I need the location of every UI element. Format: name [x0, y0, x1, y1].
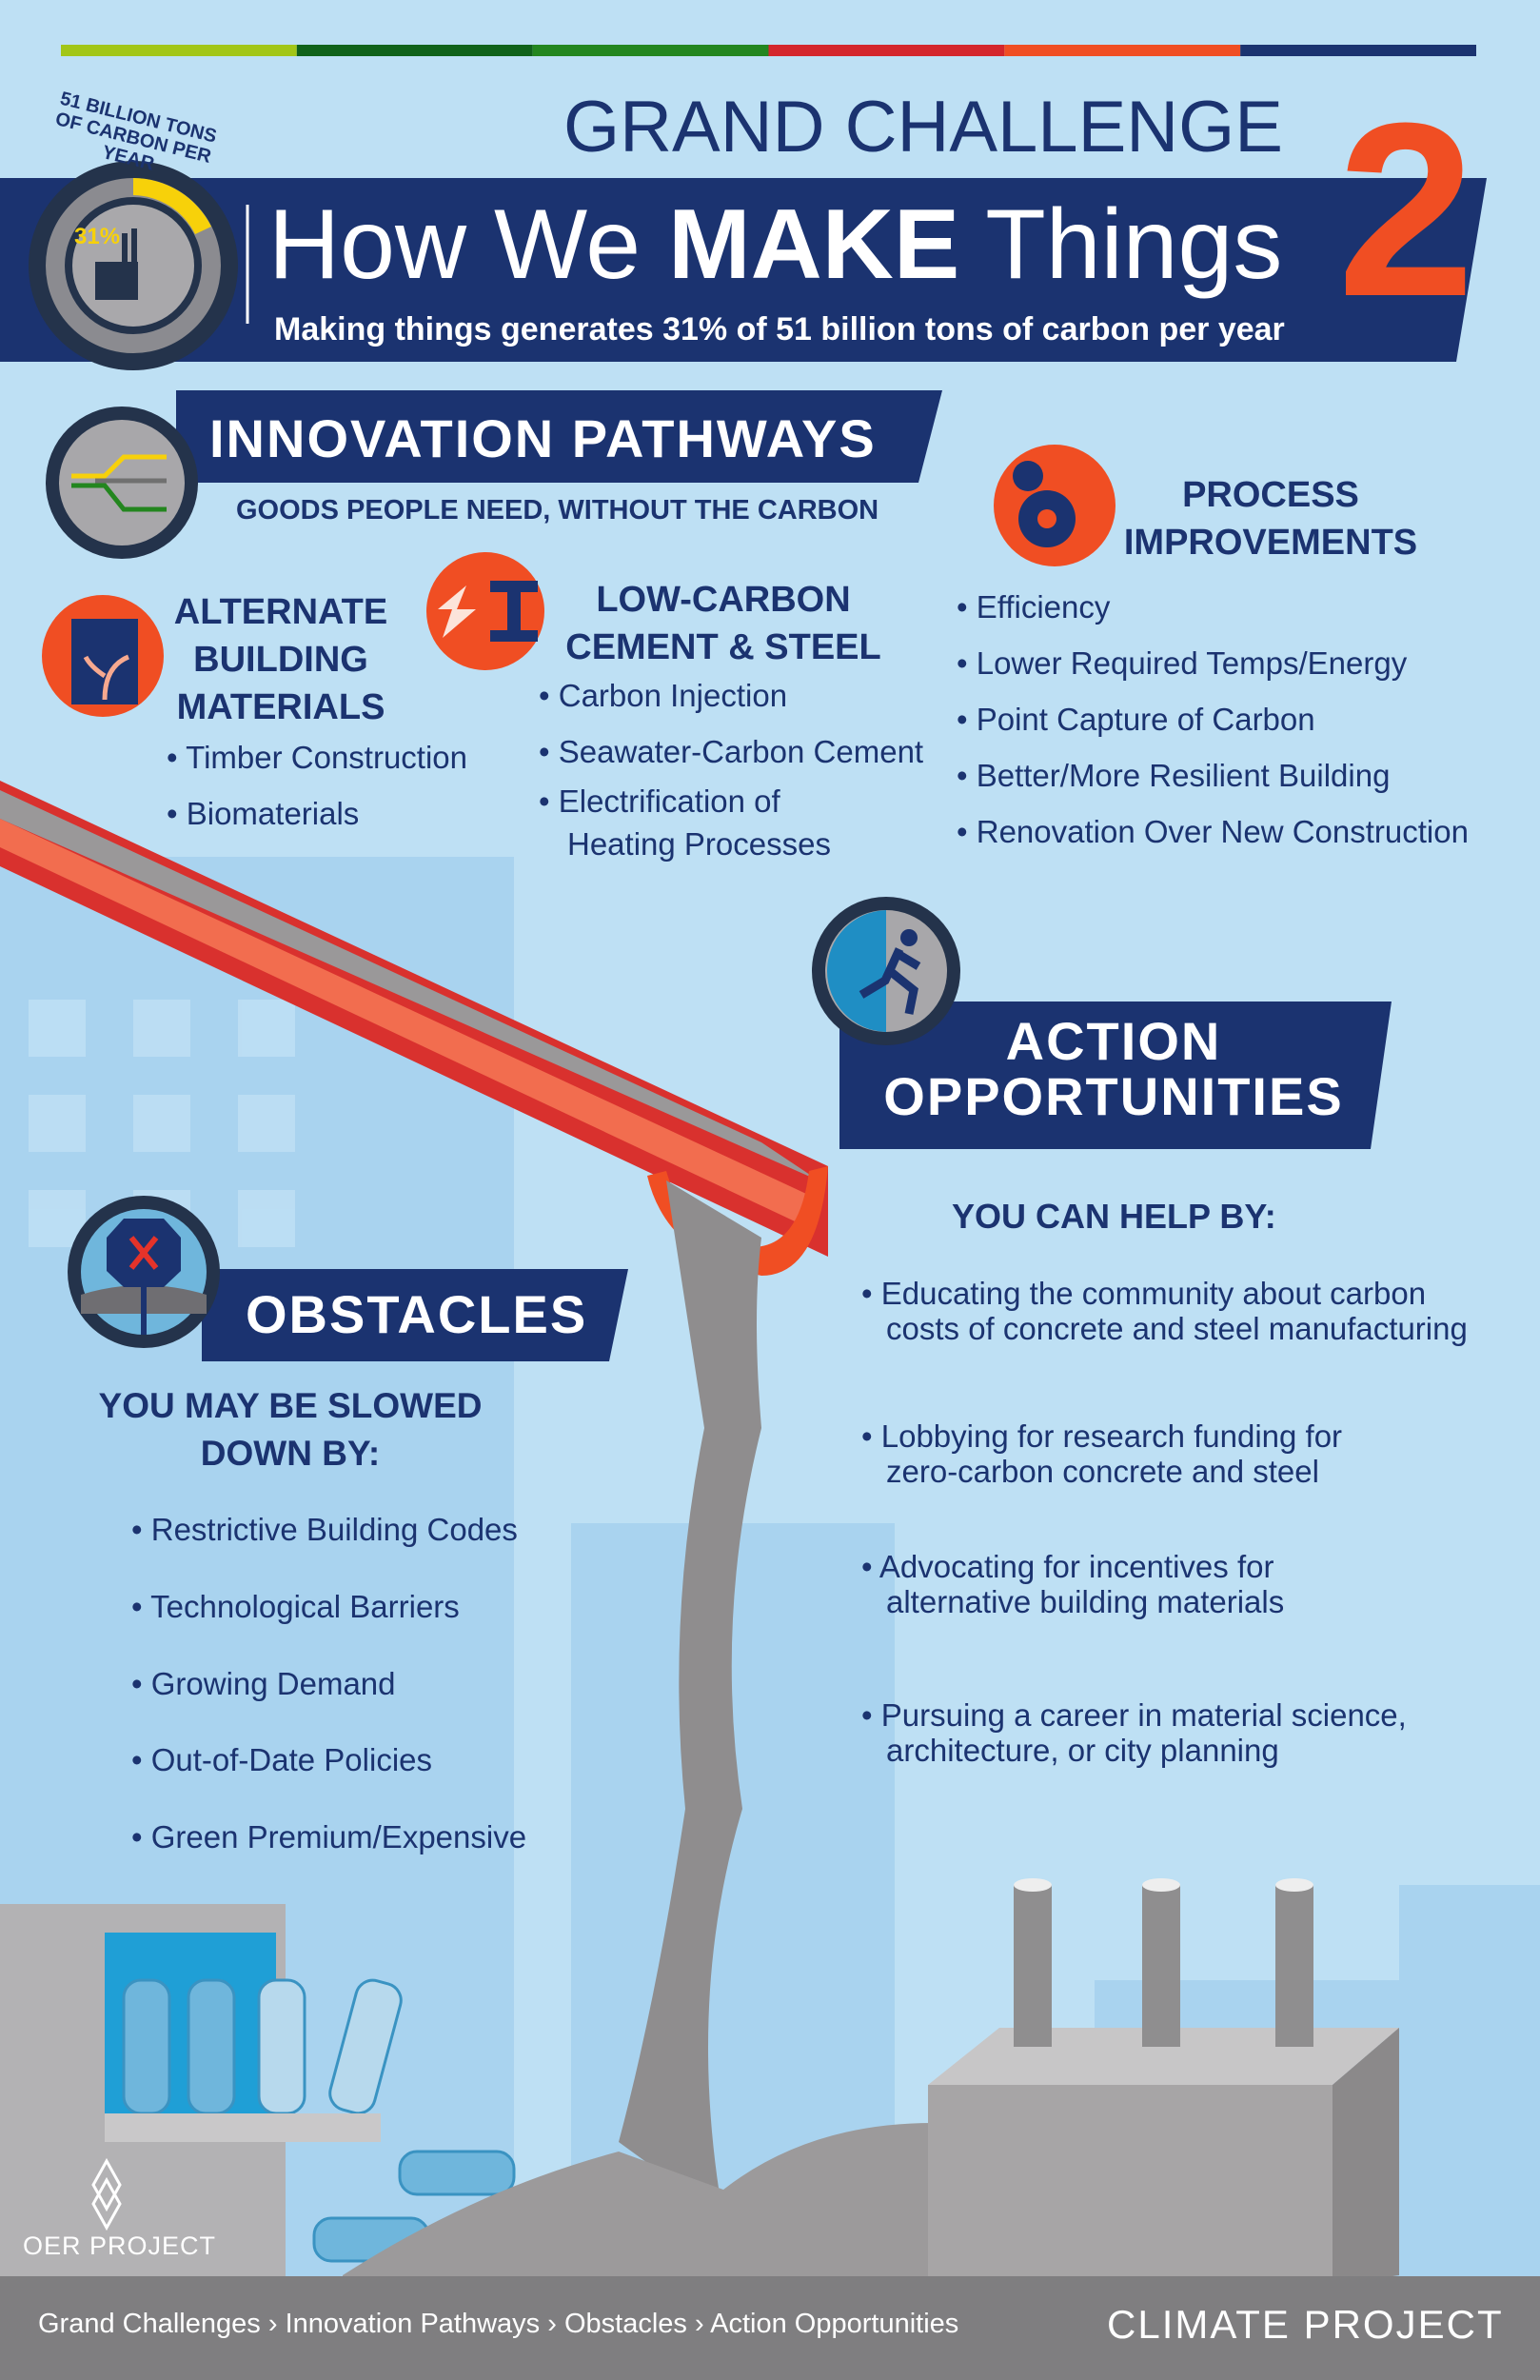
page-title: How We MAKE Things [268, 188, 1282, 302]
innovation-subtitle: GOODS PEOPLE NEED, WITHOUT THE CARBON [236, 495, 879, 526]
line: Advocating for incentives for [861, 1549, 1284, 1584]
cement-title: LOW-CARBON CEMENT & STEEL [552, 576, 895, 671]
action-lead: YOU CAN HELP BY: [952, 1197, 1276, 1236]
footer-bar [0, 2276, 1540, 2380]
line: Lobbying for research funding for [861, 1418, 1342, 1454]
plastic-bottles [122, 1978, 516, 2263]
line: alternative building materials [886, 1584, 1285, 1619]
color-bar-segment [1240, 45, 1476, 56]
list-item: Point Capture of Carbon [957, 702, 1315, 738]
line: architecture, or city planning [886, 1733, 1279, 1768]
list-item: Growing Demand [131, 1666, 396, 1702]
big-number-2: 2 [1337, 72, 1475, 348]
title-line: LOW-CARBON [596, 580, 851, 620]
list-item: Electrification of [539, 783, 780, 820]
color-bar-segment [61, 45, 297, 56]
title-line: MATERIALS [176, 687, 385, 727]
list-item: Renovation Over New Construction [957, 814, 1469, 850]
oer-project-logo: OER PROJECT [23, 2231, 217, 2260]
breadcrumb-separator: › [267, 2309, 278, 2339]
innovation-title: INNOVATION PATHWAYS [209, 408, 877, 468]
list-item: Restrictive Building Codes [131, 1512, 518, 1548]
title-line: ALTERNATE [173, 592, 388, 632]
breadcrumb: Grand Challenges › Innovation Pathways ›… [38, 2309, 958, 2340]
line: Educating the community about carbon [861, 1276, 1468, 1311]
title-bold: MAKE [667, 189, 960, 300]
title-line: ACTION [1005, 1011, 1222, 1071]
line: Pursuing a career in material science, [861, 1697, 1407, 1733]
process-title: PROCESS IMPROVEMENTS [1118, 471, 1423, 566]
list-item: Seawater-Carbon Cement [539, 734, 923, 770]
list-item: Technological Barriers [131, 1589, 460, 1625]
list-item: Efficiency [957, 589, 1111, 625]
list-item: Timber Construction [167, 740, 467, 776]
carbon-gauge [29, 161, 249, 370]
concrete-pile [343, 2123, 933, 2285]
list-item: Green Premium/Expensive [131, 1819, 526, 1855]
concrete-block [928, 2028, 1399, 2285]
title-line: IMPROVEMENTS [1123, 523, 1418, 563]
factory-icon [95, 262, 138, 300]
pathway-arrows-icon [46, 407, 198, 559]
color-bar-segment [532, 45, 769, 56]
breadcrumb-separator: › [547, 2309, 557, 2339]
title-line: BUILDING [193, 640, 368, 680]
concrete-stream [619, 1180, 761, 2218]
action-banner [839, 1002, 1392, 1149]
oer-logo-icon [91, 2157, 122, 2231]
line: costs of concrete and steel manufacturin… [886, 1311, 1468, 1346]
color-bar-segment [296, 45, 533, 56]
breadcrumb-separator: › [695, 2309, 704, 2339]
title-line: PROCESS [1182, 475, 1359, 515]
title-line: OPPORTUNITIES [883, 1066, 1344, 1126]
breadcrumb-innovation-pathways[interactable]: Innovation Pathways [285, 2309, 541, 2339]
breadcrumb-obstacles[interactable]: Obstacles [563, 2309, 687, 2339]
color-bar-segment [768, 45, 1005, 56]
color-bar [61, 45, 1476, 56]
title-pre: How We [268, 189, 668, 300]
steel-beam-icon [426, 552, 544, 670]
obstacles-banner [202, 1269, 628, 1361]
gears-icon [994, 445, 1116, 566]
running-person-icon [812, 897, 960, 1045]
list-item-continued: Heating Processes [567, 826, 831, 862]
obstacles-title: OBSTACLES [246, 1284, 588, 1344]
list-item: Carbon Injection [539, 678, 787, 714]
list-item: Pursuing a career in material science,ar… [861, 1697, 1407, 1768]
innovation-banner [176, 390, 942, 483]
concrete-trough [0, 781, 828, 1276]
plant-building-icon [42, 595, 164, 717]
list-item: Lower Required Temps/Energy [957, 645, 1407, 682]
lead-line: YOU MAY BE SLOWED [98, 1386, 483, 1425]
rebar-tops [1014, 1878, 1313, 1892]
building-windows [29, 1000, 295, 1247]
breadcrumb-grand-challenges[interactable]: Grand Challenges [38, 2309, 261, 2339]
obstacles-lead: YOU MAY BE SLOWED DOWN BY: [86, 1382, 495, 1478]
lead-line: DOWN BY: [200, 1434, 381, 1473]
rebar-rods [1014, 1885, 1313, 2047]
shelf [105, 2113, 381, 2142]
action-title: ACTION OPPORTUNITIES [857, 1014, 1371, 1124]
color-bar-segment [1004, 45, 1241, 56]
grand-challenge-heading: GRAND CHALLENGE [563, 87, 1283, 168]
list-item: Advocating for incentives foralternative… [861, 1549, 1284, 1619]
stop-sign-icon [68, 1196, 220, 1348]
gauge-percent: 31% [74, 224, 121, 249]
title-post: Things [959, 189, 1283, 300]
line: zero-carbon concrete and steel [886, 1454, 1319, 1489]
breadcrumb-action-opportunities[interactable]: Action Opportunities [710, 2309, 959, 2339]
page-subtitle: Making things generates 31% of 51 billio… [274, 311, 1285, 347]
list-item: Educating the community about carboncost… [861, 1276, 1468, 1346]
title-line: CEMENT & STEEL [565, 627, 881, 667]
alternate-title: ALTERNATE BUILDING MATERIALS [162, 588, 400, 731]
list-item: Better/More Resilient Building [957, 758, 1391, 794]
list-item: Lobbying for research funding forzero-ca… [861, 1418, 1342, 1489]
list-item: Out-of-Date Policies [131, 1742, 432, 1778]
title-banner [0, 178, 1487, 362]
list-item: Biomaterials [167, 796, 360, 832]
climate-project-brand: CLIMATE PROJECT [1107, 2302, 1504, 2347]
